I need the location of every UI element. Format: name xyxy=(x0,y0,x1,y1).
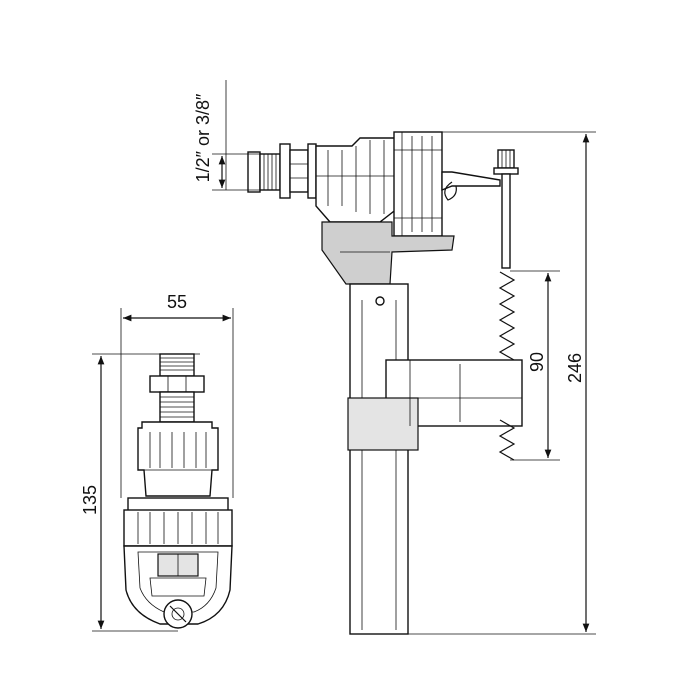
dimension-width-label: 55 xyxy=(167,292,187,312)
front-view xyxy=(123,353,233,629)
dimension-thread-label: 1/2″ or 3/8″ xyxy=(193,93,213,182)
dimension-width: 55 xyxy=(120,292,234,498)
dimension-height-total-label: 246 xyxy=(565,353,585,383)
dimension-height-left: 135 xyxy=(80,353,200,632)
dimension-thread: 1/2″ or 3/8″ xyxy=(193,80,262,191)
side-view xyxy=(247,131,523,635)
float-spring xyxy=(498,271,516,461)
dimension-float-travel-label: 90 xyxy=(527,352,547,372)
dimension-height-total: 246 xyxy=(408,131,596,635)
dimension-height-left-label: 135 xyxy=(80,485,100,515)
dimension-float-travel: 90 xyxy=(510,270,560,461)
